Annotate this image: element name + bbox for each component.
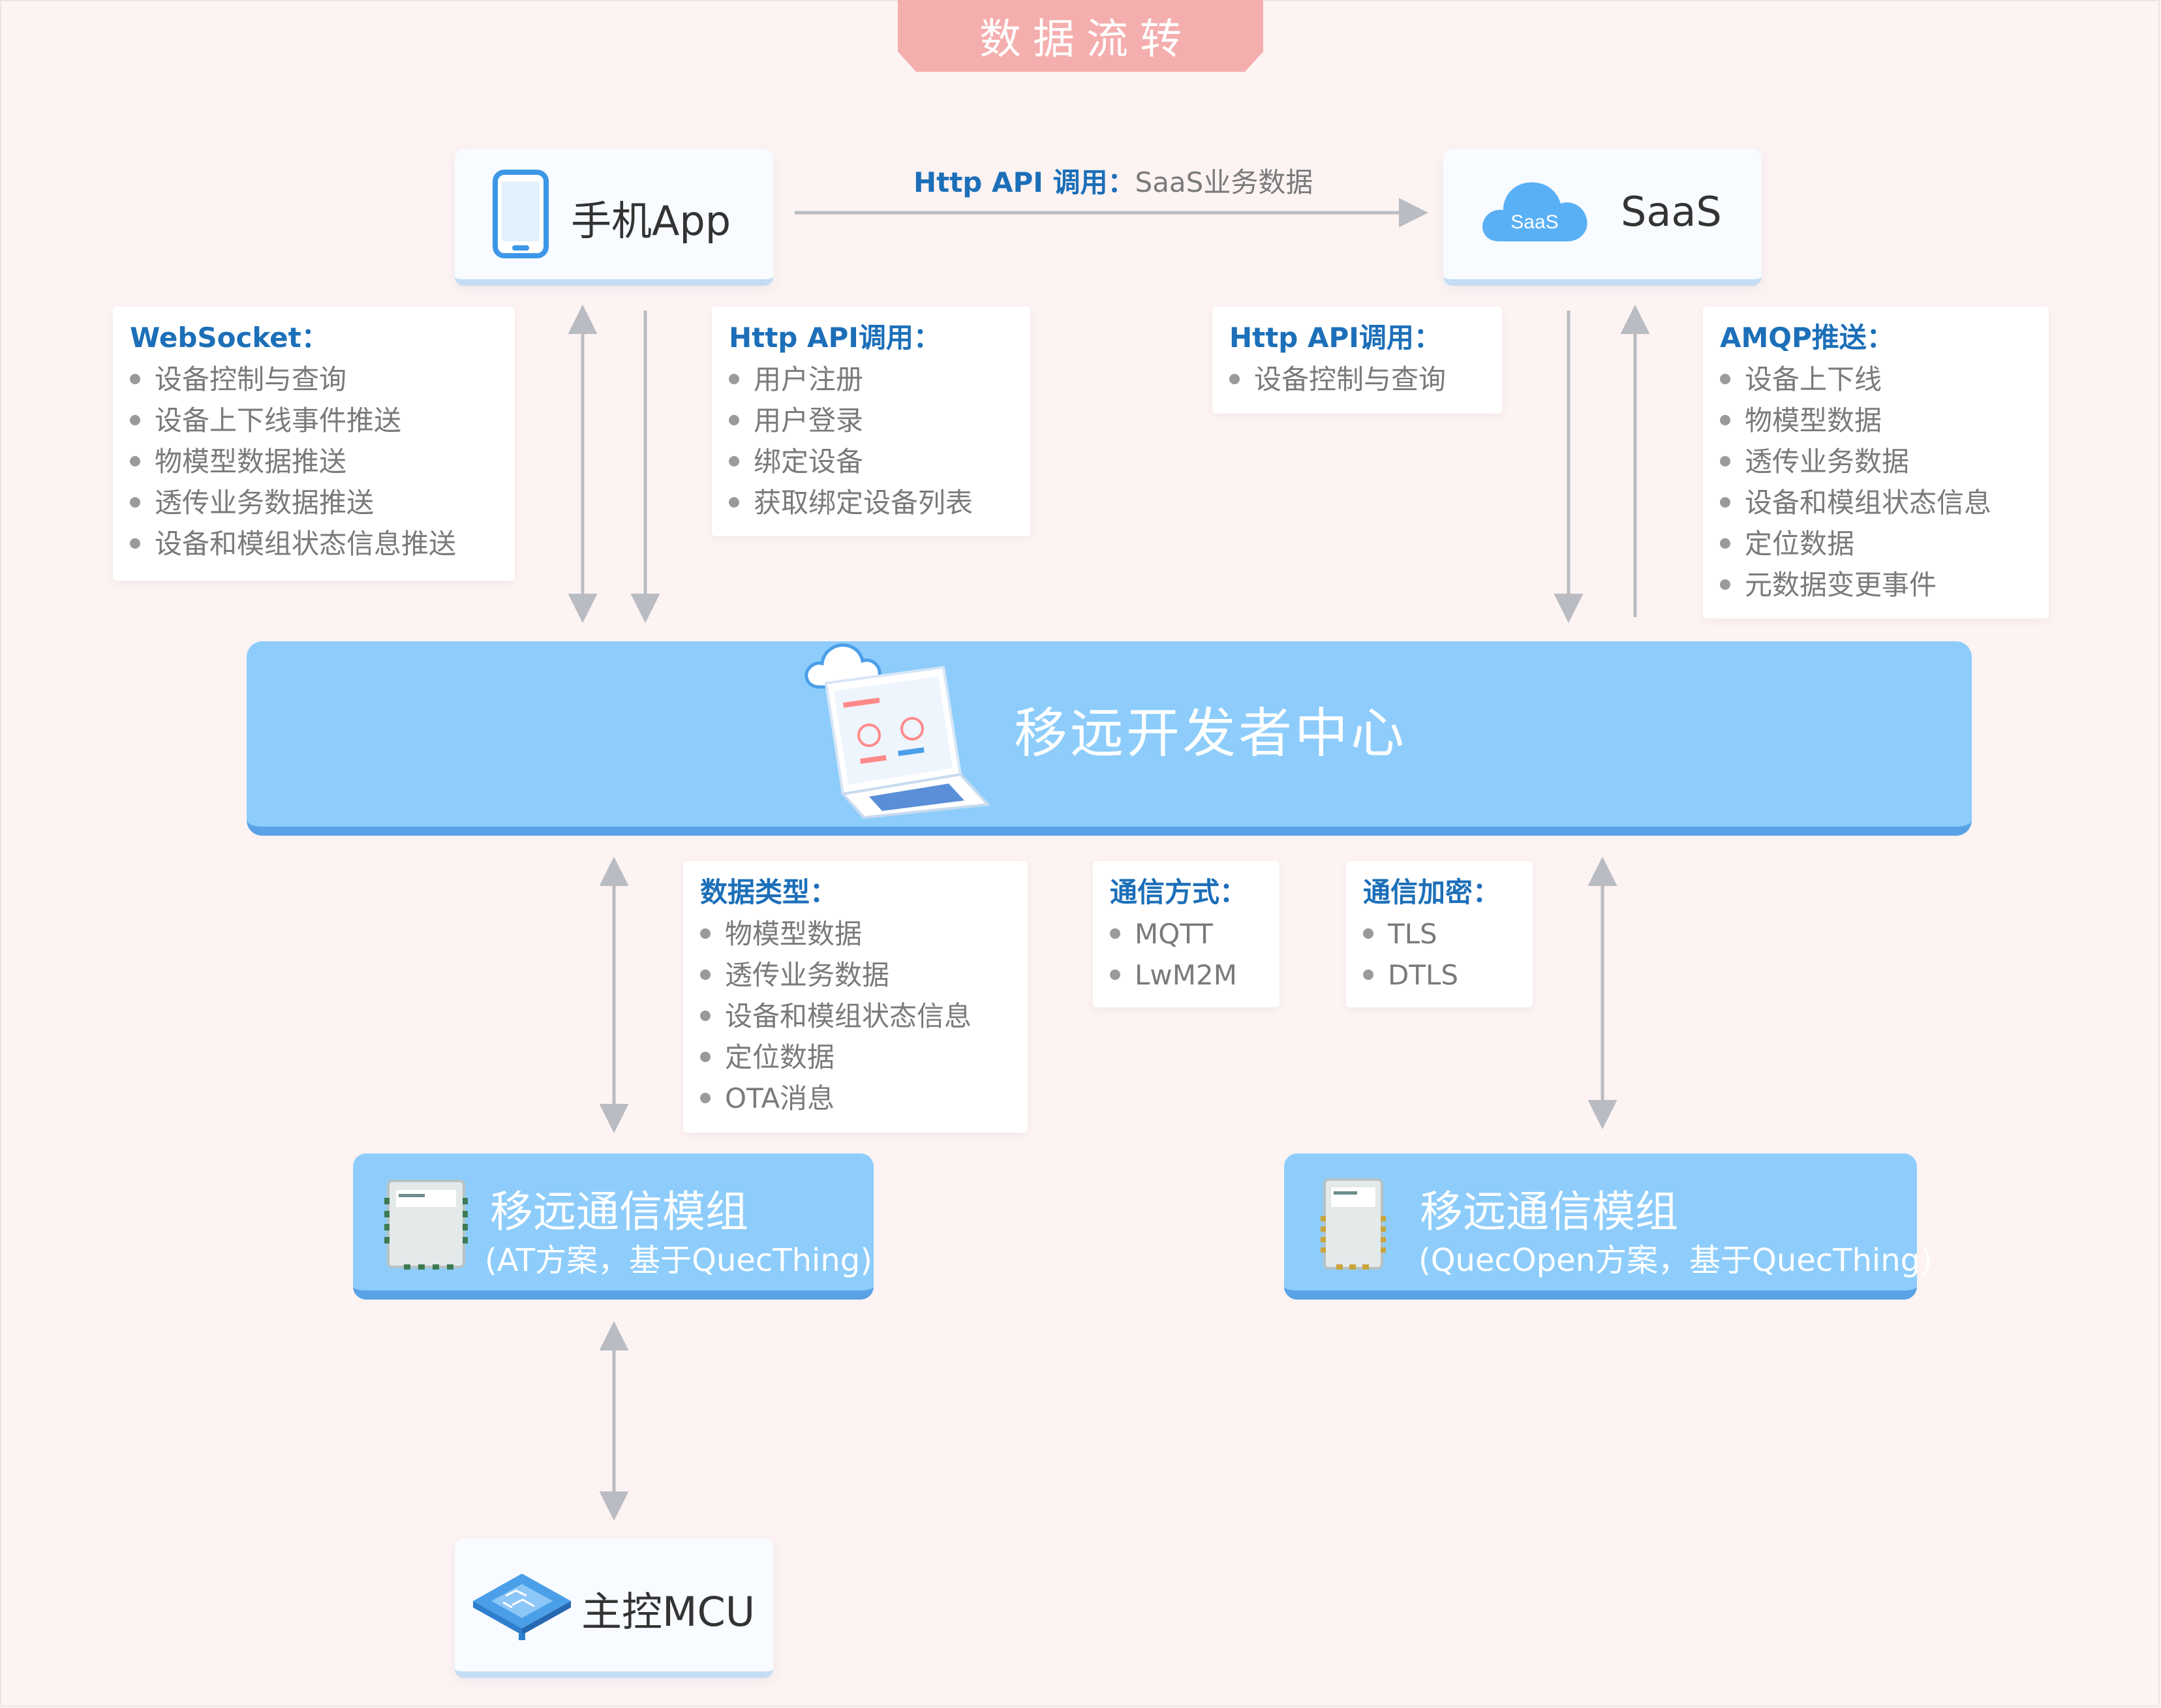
data-types-item: 物模型数据 — [700, 913, 1011, 954]
data-types-item: 透传业务数据 — [700, 954, 1011, 996]
module-quecopen-node: 移远通信模组 (QuecOpen方案，基于QuecThing) — [1284, 1153, 1933, 1300]
app-http-item: 绑定设备 — [729, 441, 1013, 482]
saas-http-head: Http API调用： — [1229, 322, 1441, 354]
laptop-cloud-icon — [805, 643, 990, 819]
comm-method-box: 通信方式： MQTT LwM2M — [1093, 861, 1280, 1007]
websocket-head: WebSocket： — [130, 322, 329, 354]
data-types-item: 设备和模组状态信息 — [700, 996, 1011, 1037]
saas-http-item: 设备控制与查询 — [1229, 359, 1485, 400]
diagram-title: 数据流转 — [979, 16, 1193, 64]
mcu-node: 主控MCU — [455, 1538, 773, 1678]
app-http-item: 用户注册 — [729, 359, 1013, 400]
chip-module-icon — [384, 1180, 468, 1270]
app-http-item: 用户登录 — [729, 400, 1013, 441]
app-node: 手机App — [455, 149, 773, 286]
websocket-item: 设备控制与查询 — [130, 359, 498, 400]
amqp-head: AMQP推送： — [1720, 322, 1894, 354]
comm-encrypt-item: TLS — [1363, 913, 1516, 954]
comm-method-item: MQTT — [1110, 913, 1263, 954]
comm-method-head: 通信方式： — [1110, 876, 1248, 908]
amqp-item: 设备上下线 — [1720, 359, 2032, 400]
app-to-saas-value: SaaS业务数据 — [1135, 166, 1313, 198]
module-at-node: 移远通信模组 (AT方案，基于QuecThing) — [353, 1153, 874, 1300]
saas-cloud-text: SaaS — [1510, 211, 1558, 233]
saas-http-box: Http API调用： 设备控制与查询 — [1212, 307, 1502, 414]
cloud-icon: SaaS — [1482, 182, 1587, 241]
app-http-head: Http API调用： — [729, 322, 941, 354]
module-quecopen-subtitle: (QuecOpen方案，基于QuecThing) — [1418, 1242, 1933, 1279]
websocket-item: 设备和模组状态信息推送 — [130, 523, 498, 564]
app-http-item: 获取绑定设备列表 — [729, 482, 1013, 523]
app-to-saas-key: Http API 调用： — [913, 166, 1135, 198]
comm-method-item: LwM2M — [1110, 954, 1263, 996]
saas-node: SaaS SaaS — [1443, 149, 1762, 286]
data-types-box: 数据类型： 物模型数据 透传业务数据 设备和模组状态信息 定位数据 OTA消息 — [683, 861, 1028, 1133]
amqp-item: 透传业务数据 — [1720, 441, 2032, 482]
chip-module-icon — [1321, 1178, 1386, 1270]
websocket-item: 物模型数据推送 — [130, 441, 498, 482]
platform-label: 移远开发者中心 — [1014, 703, 1407, 765]
data-types-head: 数据类型： — [700, 876, 838, 908]
data-types-item: OTA消息 — [700, 1078, 1011, 1119]
phone-icon — [493, 170, 549, 258]
saas-label: SaaS — [1621, 188, 1722, 236]
mcu-chip-icon — [473, 1574, 571, 1640]
app-http-box: Http API调用： 用户注册 用户登录 绑定设备 获取绑定设备列表 — [712, 307, 1030, 536]
websocket-item: 设备上下线事件推送 — [130, 400, 498, 441]
module-at-title: 移远通信模组 — [490, 1187, 748, 1237]
amqp-box: AMQP推送： 设备上下线 物模型数据 透传业务数据 设备和模组状态信息 定位数… — [1703, 307, 2049, 618]
module-quecopen-title: 移远通信模组 — [1420, 1187, 1678, 1237]
comm-encrypt-item: DTLS — [1363, 954, 1516, 996]
module-at-subtitle: (AT方案，基于QuecThing) — [485, 1242, 872, 1279]
amqp-item: 定位数据 — [1720, 523, 2032, 564]
amqp-item: 设备和模组状态信息 — [1720, 482, 2032, 523]
amqp-item: 元数据变更事件 — [1720, 564, 2032, 605]
comm-encrypt-head: 通信加密： — [1363, 876, 1501, 908]
platform-node: 移远开发者中心 — [247, 641, 1972, 836]
comm-encrypt-box: 通信加密： TLS DTLS — [1346, 861, 1533, 1007]
title-tab: 数据流转 — [898, 0, 1263, 72]
websocket-item: 透传业务数据推送 — [130, 482, 498, 523]
mcu-label: 主控MCU — [581, 1588, 756, 1636]
amqp-item: 物模型数据 — [1720, 400, 2032, 441]
data-types-item: 定位数据 — [700, 1037, 1011, 1078]
app-to-saas-label: Http API 调用：SaaS业务数据 — [913, 160, 1313, 200]
app-label: 手机App — [571, 197, 731, 245]
websocket-box: WebSocket： 设备控制与查询 设备上下线事件推送 物模型数据推送 透传业… — [113, 307, 515, 581]
